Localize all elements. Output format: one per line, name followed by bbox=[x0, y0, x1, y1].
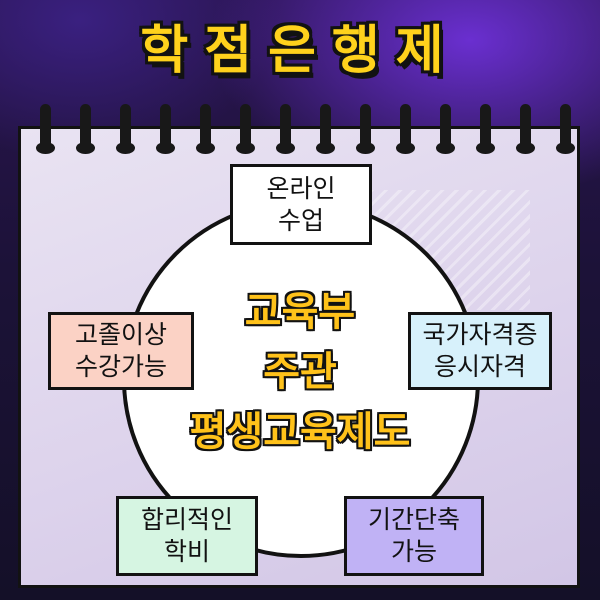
feature-box-certificate: 국가자격증 응시자격 bbox=[408, 312, 552, 390]
feature-box-online: 온라인 수업 bbox=[230, 164, 372, 245]
center-line-2: 주관 bbox=[263, 349, 337, 395]
binder-ring bbox=[476, 104, 495, 154]
feature-box-tuition-line2: 학비 bbox=[163, 537, 210, 566]
feature-box-certificate-line2: 응시자격 bbox=[433, 352, 526, 381]
binder-ring bbox=[76, 104, 95, 154]
feature-box-online-line2: 수업 bbox=[277, 205, 324, 235]
binder-ring bbox=[436, 104, 455, 154]
binder-ring bbox=[356, 104, 375, 154]
feature-box-shortened-period: 기간단축 가능 bbox=[344, 496, 484, 576]
feature-box-tuition-line1: 합리적인 bbox=[140, 505, 233, 534]
binder-ring bbox=[236, 104, 255, 154]
feature-box-eligibility-line2: 수강가능 bbox=[74, 352, 167, 381]
feature-box-shortened-period-line1: 기간단축 bbox=[367, 505, 460, 534]
binder-ring bbox=[276, 104, 295, 154]
binder-ring bbox=[316, 104, 335, 154]
feature-box-online-line1: 온라인 bbox=[266, 173, 336, 203]
binder-ring bbox=[556, 104, 575, 154]
feature-box-eligibility-line1: 고졸이상 bbox=[74, 320, 167, 349]
feature-box-tuition: 합리적인 학비 bbox=[116, 496, 258, 576]
binder-ring bbox=[396, 104, 415, 154]
feature-box-eligibility: 고졸이상 수강가능 bbox=[48, 312, 194, 390]
feature-box-certificate-line1: 국가자격증 bbox=[422, 320, 538, 349]
binder-ring bbox=[36, 104, 55, 154]
feature-box-shortened-period-line2: 가능 bbox=[390, 537, 437, 566]
page-title: 학점은행제 bbox=[140, 21, 460, 81]
binder-ring bbox=[196, 104, 215, 154]
center-label: 교육부 주관 평생교육제도 bbox=[160, 282, 440, 462]
binder-ring bbox=[156, 104, 175, 154]
center-line-3: 평생교육제도 bbox=[189, 409, 411, 455]
binder-ring bbox=[516, 104, 535, 154]
center-line-1: 교육부 bbox=[244, 289, 356, 335]
binder-ring bbox=[116, 104, 135, 154]
binder-rings bbox=[0, 0, 600, 160]
